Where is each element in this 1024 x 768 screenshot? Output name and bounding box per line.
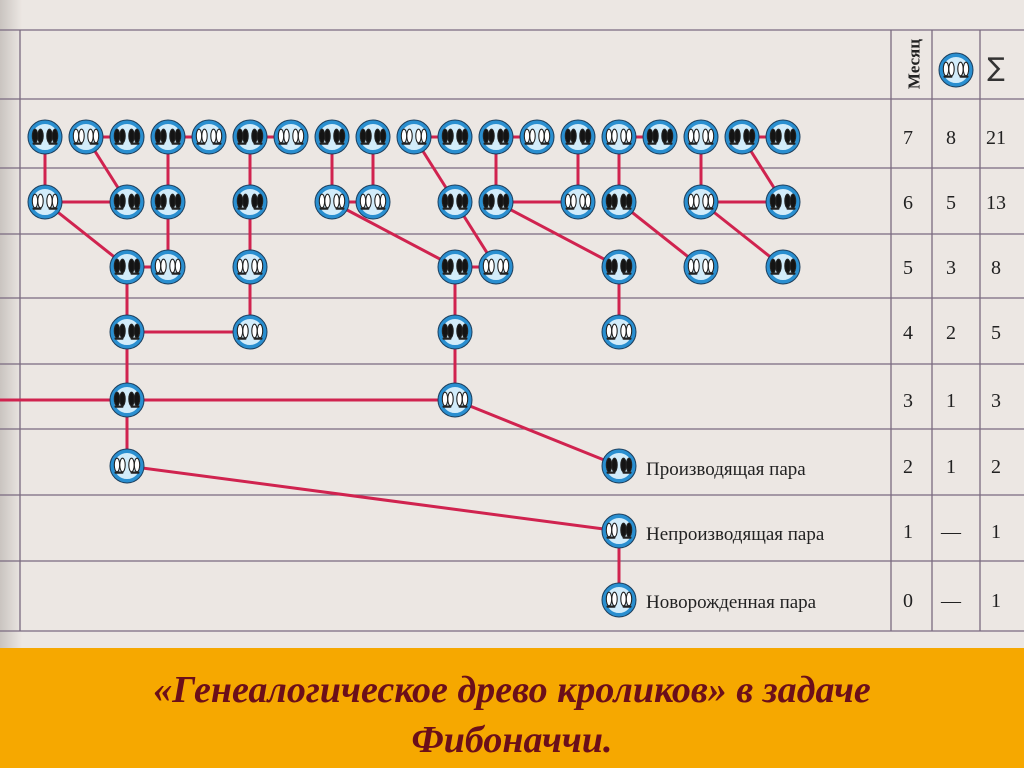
table-cell-pairs: —	[940, 590, 962, 612]
table-cell-pairs: 2	[946, 322, 956, 344]
producing-pair-icon	[437, 249, 473, 285]
table-cell-month: 4	[903, 322, 913, 344]
newborn-pair-icon	[601, 582, 637, 618]
producing-pair-icon	[437, 184, 473, 220]
table-cell-sum: 5	[991, 322, 1001, 344]
producing-pair-icon	[232, 184, 268, 220]
table-cell-pairs: —	[940, 521, 962, 543]
table-cell-sum: 3	[991, 390, 1001, 412]
generation-link	[126, 464, 620, 533]
table-cell-pairs: 3	[946, 257, 956, 279]
table-cell-sum: 13	[986, 192, 1006, 214]
newborn-pair-icon	[683, 184, 719, 220]
table-cell-pairs: 1	[946, 456, 956, 478]
producing-pair-icon	[765, 119, 801, 155]
table-cell-sum: 1	[991, 521, 1001, 543]
generation-link	[495, 200, 620, 269]
table-grid	[0, 29, 1024, 632]
table-header: Месяц ∑	[905, 39, 1005, 89]
producing-pair-icon	[437, 314, 473, 350]
rabbit-pair-glyph	[938, 52, 974, 88]
newborn-pair-icon	[560, 184, 596, 220]
producing-pair-icon	[150, 184, 186, 220]
newborn-pair-icon	[478, 249, 514, 285]
producing-pair-icon	[355, 119, 391, 155]
rabbit-pair-icon	[938, 52, 974, 88]
newborn-pair-icon	[68, 119, 104, 155]
producing-pair-icon	[109, 249, 145, 285]
table-cell-month: 7	[903, 127, 913, 149]
newborn-pair-icon	[601, 119, 637, 155]
newborn-pair-icon	[355, 184, 391, 220]
table-cell-month: 2	[903, 456, 913, 478]
producing-pair-icon	[724, 119, 760, 155]
producing-pair-icon	[601, 448, 637, 484]
generation-link	[331, 200, 456, 269]
table-cell-month: 3	[903, 390, 913, 412]
newborn-pair-icon	[232, 314, 268, 350]
producing-pair-icon	[642, 119, 678, 155]
legend-nonproducing-label: Непроизводящая пара	[646, 524, 825, 545]
producing-pair-icon	[765, 184, 801, 220]
newborn-pair-icon	[273, 119, 309, 155]
newborn-pair-icon	[601, 314, 637, 350]
caption-line-2: Фибоначчи.	[411, 719, 613, 761]
producing-pair-icon	[109, 314, 145, 350]
table-cell-month: 1	[903, 521, 913, 543]
newborn-pair-icon	[150, 249, 186, 285]
newborn-pair-icon	[27, 184, 63, 220]
newborn-pair-icon	[232, 249, 268, 285]
producing-pair-icon	[601, 249, 637, 285]
legend-newborn-label: Новорожденная пара	[646, 592, 817, 613]
newborn-pair-icon	[191, 119, 227, 155]
month-column-header: Месяц	[905, 39, 924, 89]
table-cell-pairs: 1	[946, 390, 956, 412]
page-edge-shadow	[0, 0, 22, 648]
producing-pair-icon	[232, 119, 268, 155]
producing-pair-icon	[437, 119, 473, 155]
producing-pair-icon	[109, 184, 145, 220]
table-cell-pairs: 8	[946, 127, 956, 149]
generation-link	[454, 398, 620, 468]
producing-pair-icon	[765, 249, 801, 285]
producing-pair-icon	[601, 184, 637, 220]
table-cell-month: 0	[903, 590, 913, 612]
table-cell-sum: 2	[991, 456, 1001, 478]
newborn-pair-icon	[396, 119, 432, 155]
newborn-pair-icon	[109, 448, 145, 484]
newborn-pair-icon	[683, 119, 719, 155]
producing-pair-icon	[27, 119, 63, 155]
caption-line-1: «Генеалогическое древо кроликов» в задач…	[153, 669, 871, 711]
producing-pair-icon	[150, 119, 186, 155]
producing-pair-icon	[560, 119, 596, 155]
producing-pair-icon	[478, 184, 514, 220]
producing-pair-icon	[109, 119, 145, 155]
table-cell-sum: 21	[986, 127, 1006, 149]
legend-producing-label: Производящая пара	[646, 459, 806, 480]
newborn-pair-icon	[314, 184, 350, 220]
producing-pair-icon	[109, 382, 145, 418]
legend: Производящая пара Непроизводящая пара Но…	[646, 459, 825, 613]
table-cell-pairs: 5	[946, 192, 956, 214]
producing-pair-icon	[314, 119, 350, 155]
table-cell-sum: 1	[991, 590, 1001, 612]
table-cell-month: 6	[903, 192, 913, 214]
newborn-pair-icon	[683, 249, 719, 285]
producing-pair-icon	[478, 119, 514, 155]
newborn-pair-icon	[519, 119, 555, 155]
newborn-pair-icon	[437, 382, 473, 418]
sum-column-header: ∑	[987, 53, 1005, 83]
nonproducing-pair-icon	[601, 513, 637, 549]
table-cell-sum: 8	[991, 257, 1001, 279]
rabbit-pairs	[27, 119, 801, 618]
table-cell-month: 5	[903, 257, 913, 279]
